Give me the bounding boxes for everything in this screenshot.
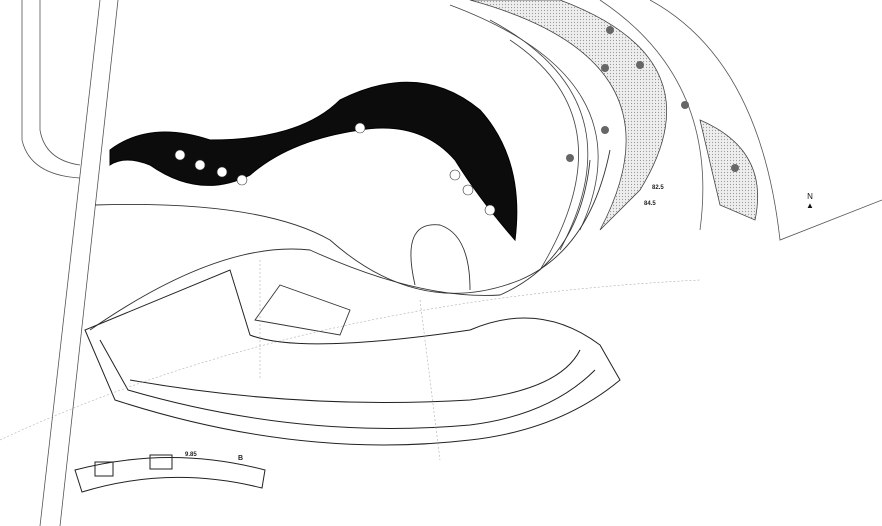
north-arrow-icon: ▲ (806, 201, 814, 210)
trees (174, 122, 496, 216)
road-lines (21, 0, 882, 526)
north-label: N (807, 192, 813, 201)
north-arrow: N ▲ (806, 192, 814, 210)
terraced-seating (449, 0, 759, 271)
elevation-label: 82.5 (652, 185, 664, 191)
elevation-label: 84.5 (644, 201, 656, 207)
building-b (74, 454, 266, 493)
small-label: 9.85 (185, 452, 197, 458)
block-label: B (238, 455, 244, 462)
sweeping-walls (89, 149, 611, 336)
dark-garden-bed (109, 81, 518, 242)
circle-markers (566, 26, 739, 172)
main-building (84, 269, 621, 446)
grid-lines (0, 260, 701, 461)
